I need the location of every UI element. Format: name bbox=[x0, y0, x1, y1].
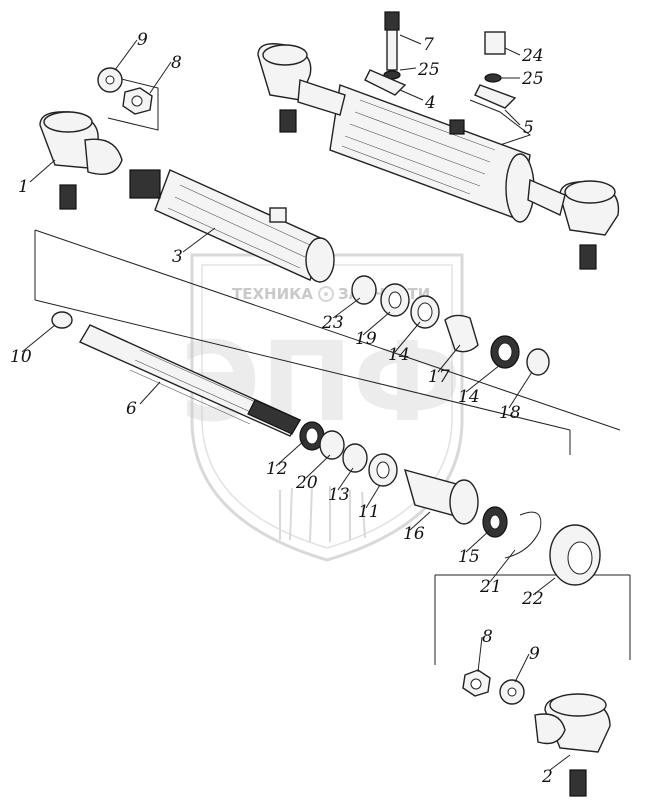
tie-rod-end-upper-right bbox=[527, 178, 620, 270]
callout-23: 23 bbox=[321, 313, 344, 333]
callout-8-lower: 8 bbox=[482, 627, 493, 647]
watermark-shield bbox=[190, 253, 464, 562]
callout-4: 4 bbox=[424, 93, 436, 113]
callout-15: 15 bbox=[458, 547, 480, 567]
seal-set-lower bbox=[299, 421, 601, 586]
callout-14-right: 14 bbox=[458, 387, 480, 407]
callout-8-upper: 8 bbox=[171, 53, 182, 73]
watermark-logo: ЭПФ bbox=[180, 318, 462, 446]
assembled-cylinder bbox=[329, 84, 535, 223]
callout-21: 21 bbox=[479, 577, 502, 597]
callout-19: 19 bbox=[355, 329, 377, 349]
tie-rod-end-2 bbox=[534, 693, 611, 797]
callout-14-left: 14 bbox=[388, 345, 410, 365]
callout-13: 13 bbox=[328, 485, 350, 505]
callout-2: 2 bbox=[541, 767, 553, 787]
callout-20: 20 bbox=[295, 473, 318, 493]
callout-24: 24 bbox=[521, 46, 544, 66]
cylinder-3 bbox=[129, 169, 335, 283]
watermark-caption: ТЕХНИКА bbox=[232, 285, 313, 303]
callout-10: 10 bbox=[10, 347, 32, 367]
callout-17: 17 bbox=[428, 367, 450, 387]
callout-1: 1 bbox=[18, 177, 29, 197]
lock-washer-9-upper bbox=[97, 67, 123, 93]
callout-22: 22 bbox=[521, 589, 544, 609]
callout-11: 11 bbox=[358, 502, 380, 522]
callout-9-upper: 9 bbox=[137, 30, 148, 50]
callout-18: 18 bbox=[499, 403, 521, 423]
nut-8-upper bbox=[122, 87, 153, 115]
watermark-gear-icon bbox=[318, 286, 334, 302]
callout-12: 12 bbox=[266, 459, 288, 479]
tie-rod-end-1 bbox=[39, 111, 123, 210]
callout-leaders bbox=[21, 34, 571, 771]
lock-washer-9-lower bbox=[499, 679, 525, 705]
piston-rod-6 bbox=[79, 324, 302, 437]
callout-7: 7 bbox=[423, 35, 434, 55]
callout-25-left: 25 bbox=[417, 60, 440, 80]
seal-set-upper bbox=[351, 275, 550, 376]
callout-25-right: 25 bbox=[521, 69, 544, 89]
callout-9-lower: 9 bbox=[529, 644, 540, 664]
cap-10 bbox=[51, 311, 73, 329]
tie-rod-end-upper-left bbox=[257, 43, 346, 133]
nut-8-lower bbox=[462, 669, 491, 697]
callout-6: 6 bbox=[126, 399, 137, 419]
callout-labels: 1 2 3 4 5 6 7 8 8 9 9 10 11 12 13 14 14 … bbox=[10, 30, 553, 787]
alignment-lines bbox=[34, 74, 631, 665]
callout-5: 5 bbox=[523, 118, 534, 138]
watermark-wheat-icon bbox=[279, 485, 366, 543]
callout-3: 3 bbox=[172, 247, 183, 267]
fittings-upper bbox=[364, 11, 517, 109]
callout-16: 16 bbox=[403, 524, 425, 544]
